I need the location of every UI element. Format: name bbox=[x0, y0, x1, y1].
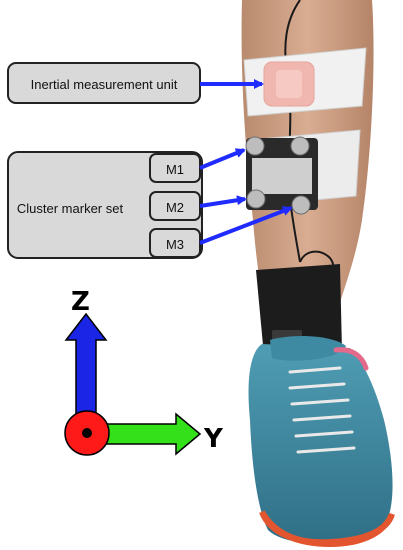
origin-dot bbox=[82, 428, 92, 438]
y-axis-arrow bbox=[99, 412, 202, 456]
marker-m1 bbox=[245, 136, 265, 156]
m1-arrow bbox=[199, 148, 246, 170]
marker-m3 bbox=[291, 195, 311, 215]
marker-m1-partner bbox=[290, 136, 310, 156]
z-axis-arrow bbox=[64, 312, 108, 419]
cluster-label: Cluster marker set bbox=[17, 201, 124, 216]
m2-arrow bbox=[199, 195, 247, 208]
shoe-logo bbox=[333, 347, 369, 371]
m2-label: M2 bbox=[166, 200, 184, 215]
y-axis-label: Y bbox=[203, 424, 224, 454]
leg-photo bbox=[241, 0, 395, 548]
shoe-sole bbox=[259, 510, 395, 548]
imu-label: Inertial measurement unit bbox=[31, 77, 178, 92]
z-axis-label: Z bbox=[71, 287, 90, 317]
sensor-cable bbox=[284, 0, 301, 263]
imu-callout: Inertial measurement unit bbox=[7, 62, 264, 104]
m3-arrow bbox=[199, 206, 293, 245]
cluster-callout: Cluster marker set M1 M2 M3 bbox=[7, 148, 293, 259]
running-shoe bbox=[248, 344, 393, 544]
m3-label: M3 bbox=[166, 237, 184, 252]
m1-label: M1 bbox=[166, 162, 184, 177]
marker-m2 bbox=[246, 189, 266, 209]
shoe-laces bbox=[288, 366, 356, 454]
coordinate-axes: Z Y bbox=[64, 287, 224, 456]
